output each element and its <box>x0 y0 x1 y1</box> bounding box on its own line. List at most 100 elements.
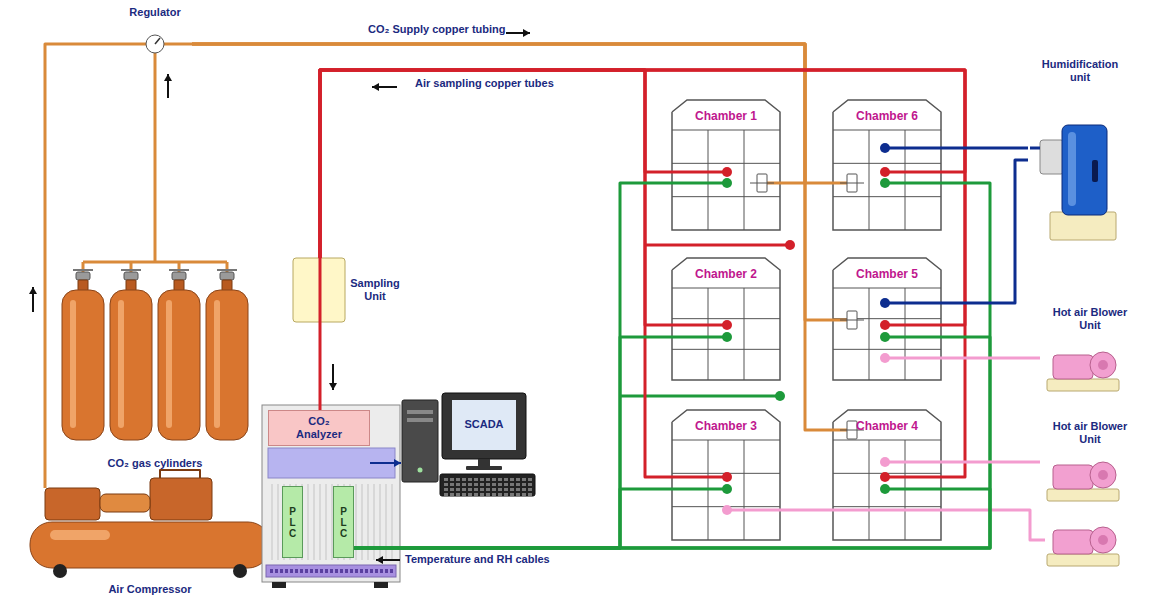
chamber-stub <box>885 182 941 185</box>
keyboard-key <box>474 483 478 486</box>
blower-hub <box>1098 535 1108 545</box>
drive-slot <box>407 410 433 414</box>
chamber-stub <box>885 476 941 479</box>
sensor-dot <box>722 320 732 330</box>
plc-box: PLC <box>333 486 354 558</box>
chamber-box: Chamber 1 <box>672 100 780 230</box>
chamber-grid <box>833 506 941 507</box>
tube-connector <box>192 44 833 320</box>
blower-fan <box>1090 462 1116 488</box>
terminal-pin <box>345 569 348 573</box>
keyboard-key <box>450 478 454 481</box>
cylinder-valve <box>220 272 234 280</box>
chamber-grid <box>869 288 870 380</box>
humidifier-tank <box>1062 125 1107 215</box>
keyboard-key <box>492 493 496 496</box>
monitor-frame <box>442 393 526 459</box>
compressor-wheel <box>233 564 247 578</box>
sensor-dot <box>880 353 890 363</box>
tube-connector <box>320 70 965 477</box>
tank-window <box>1092 160 1098 182</box>
hot-air-duct <box>727 510 1045 540</box>
gas-cylinders-label: CO₂ gas cylinders <box>108 457 203 470</box>
cabinet-grille <box>314 484 315 560</box>
valve-axis <box>840 320 864 321</box>
terminal-pin <box>305 569 308 573</box>
chamber-stub <box>885 302 941 305</box>
pump-head <box>160 470 200 478</box>
keyboard-key <box>504 483 508 486</box>
sensor-dot <box>880 484 890 494</box>
compressor-motor <box>45 488 100 520</box>
chamber-grid <box>708 130 709 230</box>
terminal-pin <box>300 569 303 573</box>
hot-air-blower-label: Hot air Blower Unit <box>1044 420 1136 446</box>
data-arrow-head <box>394 459 401 467</box>
chamber-stub <box>672 171 727 174</box>
chamber-grid <box>672 196 780 197</box>
keyboard-key <box>516 488 520 491</box>
drive-slot <box>407 418 433 422</box>
sensor-dot <box>880 320 890 330</box>
tube-connector <box>941 357 1040 360</box>
terminal-pin <box>325 569 328 573</box>
monitor-base <box>466 466 502 470</box>
analyzer-box-label: CO₂ Analyzer <box>288 415 350 441</box>
keyboard-key <box>462 488 466 491</box>
keyboard-key <box>498 493 502 496</box>
keyboard-key <box>444 493 448 496</box>
terminal-pin <box>285 569 288 573</box>
keyboard-key <box>474 493 478 496</box>
scada-screen: SCADA <box>452 400 516 450</box>
chamber-stub <box>672 488 727 491</box>
chamber-grid <box>744 130 745 230</box>
keyboard-key <box>522 493 526 496</box>
chamber-grid <box>672 318 780 319</box>
sensor-dot <box>880 143 890 153</box>
humidifier-hose <box>1030 147 1040 150</box>
control-cabinet <box>262 405 400 582</box>
chamber-grid <box>672 440 780 441</box>
plc-box-label: PLC <box>288 506 298 539</box>
chamber-outline <box>833 100 941 230</box>
cabinet-grille <box>278 484 279 560</box>
scada-screen-label: SCADA <box>464 418 503 431</box>
keyboard-key <box>528 488 532 491</box>
chamber-grid <box>672 349 780 350</box>
spare-port <box>775 391 785 401</box>
chamber-box: Chamber 2 <box>672 258 780 380</box>
tube-connector <box>354 489 990 548</box>
chamber-grid <box>833 288 941 289</box>
spare-sampling-tube <box>645 244 790 247</box>
keyboard-key <box>522 478 526 481</box>
sensor-dot <box>880 298 890 308</box>
tank-highlight <box>50 530 110 540</box>
tube-connector <box>154 56 157 262</box>
analyzer-box: CO₂ Analyzer <box>268 410 370 446</box>
chamber-stub <box>885 488 941 491</box>
keyboard-key <box>462 493 466 496</box>
chamber-box-label: Chamber 6 <box>856 109 918 123</box>
terminal-pin <box>310 569 313 573</box>
tube-connector <box>354 183 990 548</box>
tube-connector <box>941 160 1028 303</box>
keyboard-key <box>468 478 472 481</box>
chamber-stub <box>672 324 727 327</box>
keyboard-key <box>468 493 472 496</box>
blower-hub <box>1098 470 1108 480</box>
keyboard-key <box>522 483 526 486</box>
chamber-grid <box>833 349 941 350</box>
keyboard-key <box>474 478 478 481</box>
keyboard-key <box>474 488 478 491</box>
keyboard-key <box>444 488 448 491</box>
tube-connector <box>319 322 322 410</box>
sampling-unit: Sampling Unit <box>289 258 409 322</box>
keyboard-key <box>486 483 490 486</box>
flow-arrow-head <box>164 74 172 81</box>
blower-base <box>1047 379 1119 391</box>
cabinet-grille <box>272 484 273 560</box>
terminal-pin <box>375 569 378 573</box>
keyboard-key <box>462 478 466 481</box>
chamber-outline <box>672 258 780 380</box>
